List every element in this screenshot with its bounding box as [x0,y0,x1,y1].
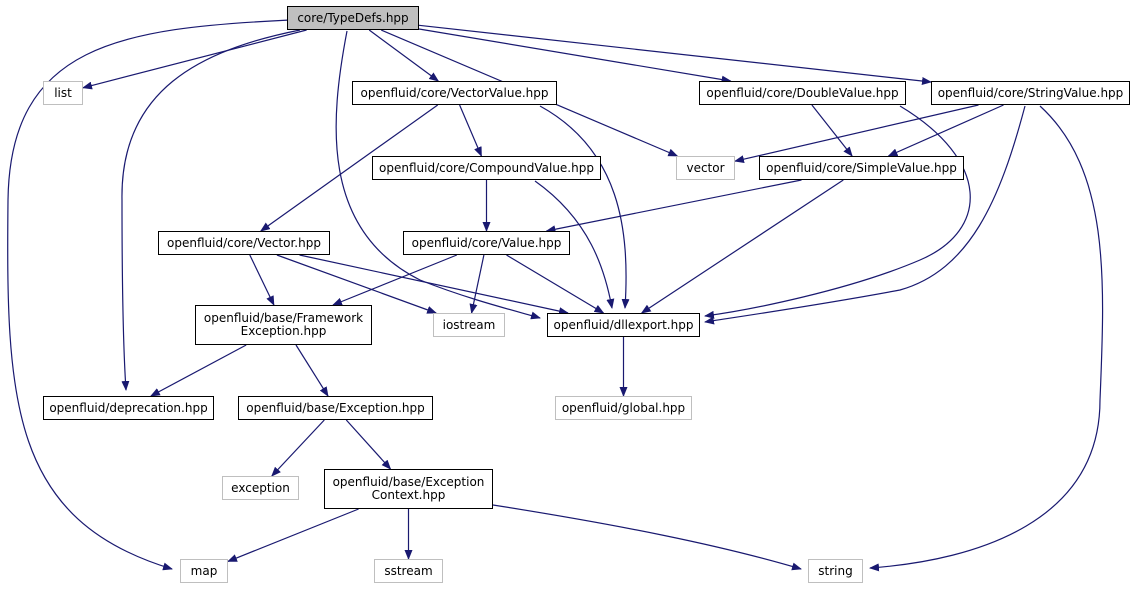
node-dllexport[interactable]: openfluid/dllexport.hpp [547,313,700,337]
edge-frameworkexc-to-deprecation [150,344,247,397]
node-sstream: sstream [374,559,443,583]
node-exception_std: exception [222,476,299,500]
edge-value-to-frameworkexc [332,254,458,306]
edge-typedefs-to-map [7,19,291,571]
edge-stringvalue-to-string [869,105,1104,572]
node-frameworkexc[interactable]: openfluid/base/Framework Exception.hpp [195,305,372,345]
edge-vector_core-to-dllexport [299,254,569,316]
node-compoundvalue[interactable]: openfluid/core/CompoundValue.hpp [372,156,601,180]
edge-simplevalue-to-dllexport [640,179,844,314]
edge-frameworkexc-to-exception_base [295,344,329,397]
edge-value-to-dllexport [506,254,605,314]
node-iostream: iostream [433,313,505,337]
edge-stringvalue-to-dllexport [704,105,1026,325]
edge-typedefs-to-deprecation [121,29,301,391]
edge-stringvalue-to-simplevalue [887,104,1004,157]
edge-doublevalue-to-simplevalue [811,104,853,157]
node-exception_base[interactable]: openfluid/base/Exception.hpp [238,396,433,420]
edge-exccontext-to-string [492,504,802,571]
edge-vector_core-to-iostream [276,254,438,314]
node-doublevalue[interactable]: openfluid/core/DoubleValue.hpp [699,81,906,105]
edge-exception_base-to-exception_std [271,419,325,477]
node-vectorvalue[interactable]: openfluid/core/VectorValue.hpp [352,81,557,105]
node-global: openfluid/global.hpp [555,396,692,420]
edge-vectorvalue-to-vector_core [259,104,439,232]
node-deprecation[interactable]: openfluid/deprecation.hpp [43,396,214,420]
edge-exccontext-to-map [227,508,359,562]
edge-vectorvalue-to-compoundvalue [459,104,482,157]
node-string: string [808,559,863,583]
edge-typedefs-to-doublevalue [418,28,732,84]
edge-stringvalue-to-vector_std [734,104,979,164]
edge-simplevalue-to-value [545,179,802,234]
node-exccontext[interactable]: openfluid/base/Exception Context.hpp [324,469,493,509]
edge-compoundvalue-to-dllexport [534,180,615,309]
node-vector_std: vector [676,156,735,180]
node-value[interactable]: openfluid/core/Value.hpp [403,231,570,255]
node-typedefs: core/TypeDefs.hpp [287,6,419,30]
node-list: list [43,81,83,105]
edge-vectorvalue-to-dllexport [539,105,630,309]
edge-typedefs-to-dllexport [335,30,541,320]
node-simplevalue[interactable]: openfluid/core/SimpleValue.hpp [759,156,964,180]
edge-typedefs-to-list [82,29,307,90]
edge-typedefs-to-stringvalue [418,24,932,85]
edge-exception_base-to-exccontext [345,419,392,470]
edge-value-to-iostream [469,254,485,314]
edge-vector_core-to-frameworkexc [249,254,275,306]
node-vector_core[interactable]: openfluid/core/Vector.hpp [158,231,330,255]
node-stringvalue[interactable]: openfluid/core/StringValue.hpp [931,81,1130,105]
edge-typedefs-to-vectorvalue [368,29,440,82]
node-map: map [180,559,228,583]
